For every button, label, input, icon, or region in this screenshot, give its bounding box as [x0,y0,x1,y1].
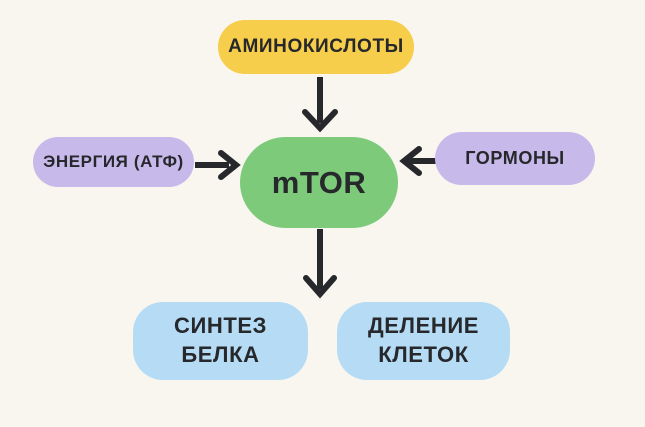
node-protein-synthesis-label: СИНТЕЗ БЕЛКА [173,313,268,367]
node-energy-atp: ЭНЕРГИЯ (АТФ) [33,137,194,187]
arrow-amino-to-mtor [302,77,338,133]
node-amino-acids-label: АМИНОКИСЛОТЫ [228,36,404,57]
node-mtor-label: mTOR [271,164,367,200]
arrow-hormones-to-mtor [399,146,436,176]
arrow-energy-to-mtor [195,150,241,180]
node-energy-atp-label: ЭНЕРГИЯ (АТФ) [43,152,184,171]
node-cell-division-label: ДЕЛЕНИЕ КЛЕТОК [367,313,480,367]
arrow-mtor-to-outputs [303,229,337,299]
node-protein-synthesis: СИНТЕЗ БЕЛКА [133,302,308,380]
node-hormones: ГОРМОНЫ [435,132,595,185]
node-hormones-label: ГОРМОНЫ [465,148,565,168]
node-amino-acids: АМИНОКИСЛОТЫ [218,20,414,74]
node-cell-division: ДЕЛЕНИЕ КЛЕТОК [337,302,510,380]
node-mtor: mTOR [240,137,398,228]
